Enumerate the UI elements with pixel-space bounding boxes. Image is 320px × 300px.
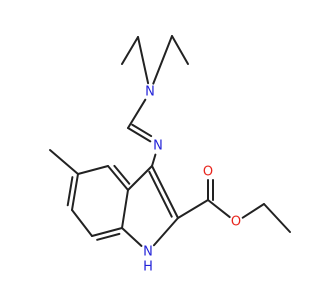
bond <box>127 165 153 191</box>
bond <box>152 217 179 247</box>
indole-hydrogen-label: H <box>143 260 153 275</box>
imine-nitrogen-label: N <box>153 139 163 154</box>
bond <box>263 203 291 233</box>
bond <box>152 35 173 85</box>
ester-oxygen-label: O <box>231 215 241 230</box>
bond <box>107 165 129 191</box>
carbonyl-oxygen-label: O <box>203 165 213 180</box>
bond <box>127 98 147 129</box>
bond <box>121 189 129 229</box>
bond <box>171 35 189 65</box>
bond <box>148 170 173 218</box>
atom-label-layer: N N N O O H <box>143 85 241 275</box>
bond <box>137 36 150 85</box>
chemical-structure-diagram: N N N O O H <box>49 35 291 275</box>
bond <box>91 227 123 237</box>
amine-nitrogen-label: N <box>145 85 155 100</box>
bond <box>113 164 131 185</box>
bond <box>49 149 79 175</box>
bond-layer <box>49 35 291 247</box>
bond <box>207 199 231 219</box>
bond <box>66 176 74 207</box>
bond <box>121 227 143 247</box>
bond <box>96 232 121 241</box>
bond <box>177 199 209 219</box>
bond <box>77 165 109 175</box>
bond <box>151 153 157 167</box>
bond <box>127 127 152 143</box>
bond <box>151 165 179 219</box>
bond <box>131 123 153 138</box>
indole-nitrogen-label: N <box>143 245 153 260</box>
bond <box>121 36 139 65</box>
bond <box>71 173 79 211</box>
bond <box>71 209 93 237</box>
bond <box>241 203 265 219</box>
